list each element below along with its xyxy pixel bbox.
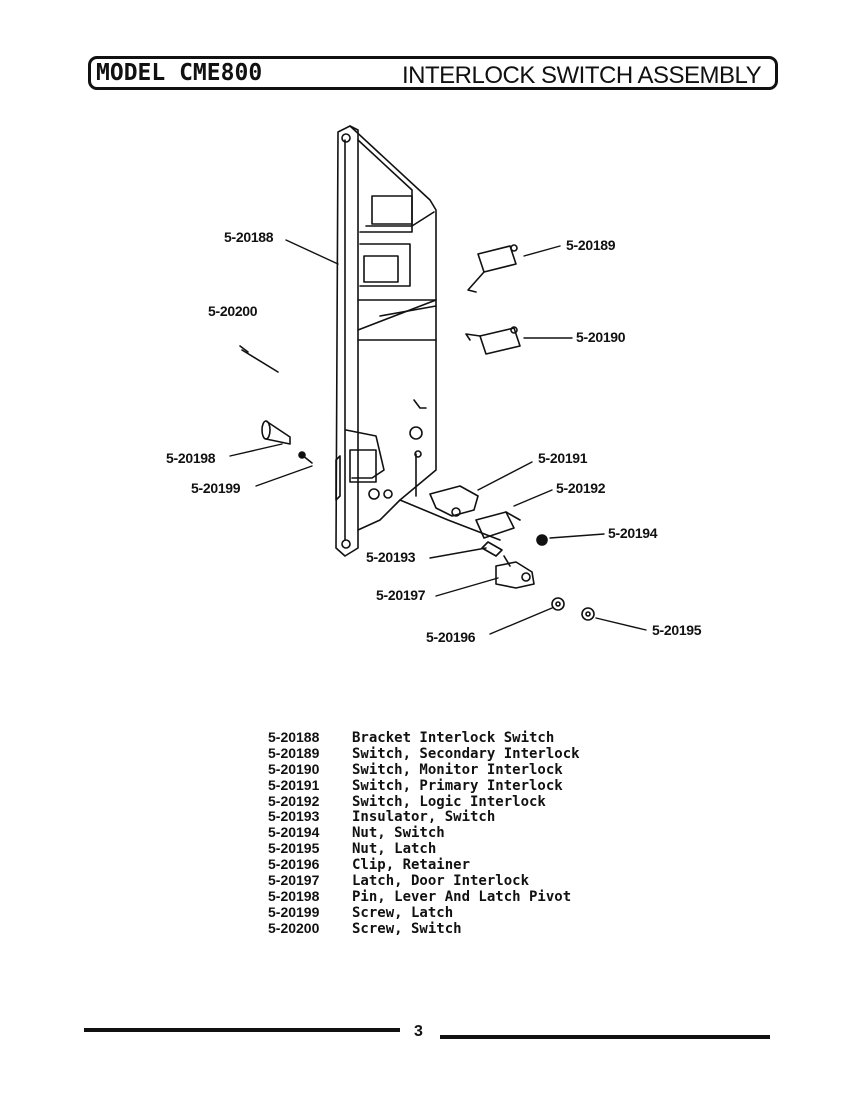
part-description: Insulator, Switch	[352, 809, 496, 826]
part-number: 5-20193	[268, 808, 320, 825]
parts-list-row: 5-20196 Clip, Retainer	[268, 856, 580, 874]
part-number: 5-20188	[268, 729, 320, 745]
part-description: Switch, Logic Interlock	[352, 793, 546, 810]
switch-5-20189	[467, 244, 518, 293]
part-description: Screw, Switch	[352, 920, 462, 937]
switch-5-20192	[475, 511, 521, 539]
clip-5-20196	[551, 597, 565, 611]
parts-list-row: 5-20197 Latch, Door Interlock	[268, 872, 580, 890]
callout-5-20192: 5-20192	[556, 480, 606, 496]
pin-5-20198	[261, 420, 291, 445]
part-number: 5-20194	[268, 824, 320, 841]
part-number: 5-20189	[268, 744, 320, 761]
part-number: 5-20198	[268, 887, 320, 904]
part-number: 5-20197	[268, 872, 320, 889]
part-description: Nut, Latch	[352, 841, 437, 858]
header-frame	[88, 56, 778, 90]
parts-list-row: 5-20188 Bracket Interlock Switch	[268, 729, 580, 746]
parts-list-row: 5-20191 Switch, Primary Interlock	[268, 776, 580, 794]
part-number: 5-20191	[268, 776, 320, 793]
switch-5-20191	[429, 485, 479, 517]
part-number: 5-20190	[268, 760, 320, 777]
page-number: 3	[414, 1023, 423, 1040]
parts-list-row: 5-20194 Nut, Switch	[268, 824, 580, 842]
nut-5-20195	[581, 607, 595, 621]
parts-list-row: 5-20195 Nut, Latch	[268, 840, 580, 858]
callout-5-20191: 5-20191	[538, 450, 588, 466]
part-description: Switch, Primary Interlock	[352, 777, 563, 794]
parts-list-row: 5-20199 Screw, Latch	[268, 903, 580, 921]
nut-5-20194	[536, 534, 548, 546]
parts-list-row: 5-20190 Switch, Monitor Interlock	[268, 760, 580, 778]
callout-5-20196: 5-20196	[426, 629, 476, 645]
footer-rule-right	[440, 1035, 770, 1039]
callout-5-20190: 5-20190	[576, 329, 626, 345]
part-description: Clip, Retainer	[352, 857, 471, 874]
screw-5-20199	[298, 451, 313, 464]
part-number: 5-20199	[268, 903, 320, 920]
part-description: Latch, Door Interlock	[352, 873, 530, 890]
part-description: Pin, Lever And Latch Pivot	[352, 888, 572, 905]
part-description: Switch, Secondary Interlock	[352, 745, 580, 762]
callout-5-20193: 5-20193	[366, 549, 416, 565]
callout-5-20188: 5-20188	[224, 229, 274, 245]
part-number: 5-20196	[268, 856, 320, 873]
model-title: MODEL CME800	[96, 60, 263, 86]
part-description: Screw, Latch	[352, 904, 454, 921]
callout-5-20199: 5-20199	[191, 480, 241, 496]
parts-list-row: 5-20198 Pin, Lever And Latch Pivot	[268, 887, 580, 905]
footer-rule-left	[84, 1028, 400, 1032]
leader-lines	[229, 239, 647, 635]
part-description: Bracket Interlock Switch	[352, 730, 555, 746]
parts-list-row: 5-20189 Switch, Secondary Interlock	[268, 744, 580, 762]
latch-5-20197	[495, 555, 535, 589]
parts-list-row: 5-20192 Switch, Logic Interlock	[268, 792, 580, 810]
callout-5-20194: 5-20194	[608, 525, 658, 541]
part-number: 5-20192	[268, 792, 320, 809]
part-number: 5-20200	[268, 919, 320, 936]
switch-5-20190	[465, 326, 521, 355]
interlock-bracket	[335, 125, 501, 557]
insulator-5-20193	[481, 541, 503, 557]
callout-5-20195: 5-20195	[652, 622, 702, 638]
callout-5-20189: 5-20189	[566, 237, 616, 253]
screw-5-20200	[239, 345, 279, 373]
part-description: Nut, Switch	[352, 825, 445, 842]
part-number: 5-20195	[268, 840, 320, 857]
section-title: INTERLOCK SWITCH ASSEMBLY	[402, 62, 762, 89]
callout-5-20197: 5-20197	[376, 587, 426, 603]
callout-5-20198: 5-20198	[166, 450, 216, 466]
parts-list-row: 5-20200 Screw, Switch	[268, 919, 580, 937]
callout-5-20200: 5-20200	[208, 303, 258, 319]
part-description: Switch, Monitor Interlock	[352, 761, 563, 778]
parts-list-row: 5-20193 Insulator, Switch	[268, 808, 580, 826]
